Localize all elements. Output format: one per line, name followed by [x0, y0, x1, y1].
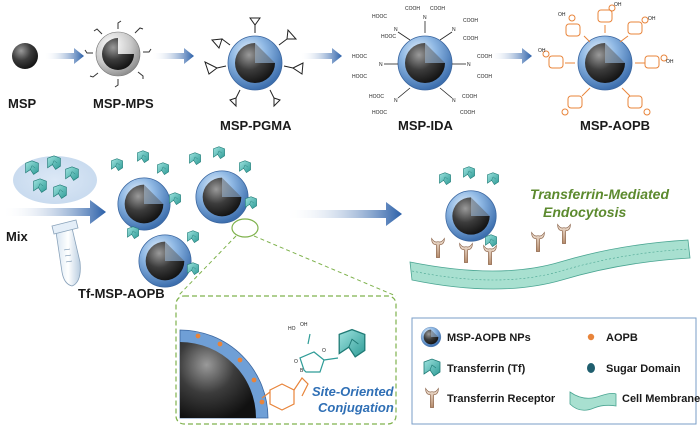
svg-text:COOH: COOH: [463, 18, 478, 24]
svg-text:COOH: COOH: [430, 6, 445, 12]
legend-item-cell-membrane: Cell Membrane: [569, 391, 700, 411]
svg-text:HO: HO: [288, 326, 296, 332]
svg-text:Sugar Domain: Sugar Domain: [606, 363, 681, 375]
label-endocytosis-line1: Transferrin-Mediated: [530, 186, 669, 202]
msp-pgma-particle: [204, 17, 304, 108]
legend-item-nanoparticles: MSP-AOPB NPs: [420, 326, 531, 348]
label-endocytosis-line2: Endocytosis: [543, 204, 626, 220]
arrow-step-2: [152, 48, 194, 64]
site-oriented-zoom-box: B O HO O OH Site-Oriented Conjugation: [175, 295, 397, 425]
legend-item-transferrin: Transferrin (Tf): [423, 358, 526, 377]
aopb-dot-icon: [587, 333, 595, 341]
msp-ida-particle: N HOOC HOOC N COOH COOH N COOH COOH N HO…: [352, 6, 492, 116]
label-msp: MSP: [8, 96, 37, 111]
svg-text:COOH: COOH: [463, 36, 478, 42]
svg-text:N: N: [452, 98, 456, 104]
svg-text:OH: OH: [666, 59, 674, 65]
label-conjugation-line2: Conjugation: [318, 400, 394, 415]
svg-text:N: N: [394, 98, 398, 104]
svg-text:OH: OH: [538, 48, 546, 54]
svg-text:O: O: [322, 348, 326, 354]
legend-item-aopb: AOPB: [587, 332, 638, 344]
bound-nanoparticle: [439, 166, 499, 247]
svg-text:HOOC: HOOC: [369, 94, 384, 100]
svg-text:Cell Membrane: Cell Membrane: [622, 393, 700, 405]
sugar-domain-icon: [587, 363, 595, 373]
svg-text:MSP-AOPB NPs: MSP-AOPB NPs: [447, 332, 531, 344]
svg-text:HOOC: HOOC: [352, 54, 367, 60]
membrane-icon: [569, 391, 617, 411]
svg-text:O: O: [294, 359, 298, 365]
svg-text:COOH: COOH: [460, 110, 475, 116]
legend-item-receptor: Transferrin Receptor: [425, 388, 556, 408]
svg-text:OH: OH: [648, 16, 656, 22]
svg-text:COOH: COOH: [462, 94, 477, 100]
svg-text:OH: OH: [300, 322, 308, 328]
msp-mps-particle: [84, 20, 152, 88]
svg-text:HOOC: HOOC: [372, 110, 387, 116]
label-msp-mps: MSP-MPS: [93, 96, 154, 111]
svg-text:COOH: COOH: [477, 54, 492, 60]
label-msp-aopb: MSP-AOPB: [580, 118, 650, 133]
zoom-connector-right: [253, 235, 397, 297]
nanoparticle-icon: [420, 326, 442, 348]
msp-aopb-particle: OH OH OH OH OH: [538, 2, 674, 116]
svg-text:HOOC: HOOC: [352, 74, 367, 80]
label-msp-ida: MSP-IDA: [398, 118, 454, 133]
arrow-step-3: [300, 48, 342, 64]
svg-text:OH: OH: [614, 2, 622, 8]
svg-text:N: N: [423, 15, 427, 21]
cell-membrane: [409, 239, 691, 290]
arrow-mix: [2, 200, 106, 224]
svg-text:COOH: COOH: [477, 74, 492, 80]
legend-item-sugar-domain: Sugar Domain: [587, 363, 681, 375]
svg-text:HOOC: HOOC: [381, 34, 396, 40]
label-tf-msp-aopb: Tf-MSP-AOPB: [78, 286, 165, 301]
svg-text:Transferrin Receptor: Transferrin Receptor: [447, 393, 556, 405]
arrow-step-4: [490, 48, 532, 64]
transferrin-cloud: [13, 155, 97, 204]
label-mix: Mix: [6, 229, 28, 244]
svg-text:N: N: [467, 62, 471, 68]
legend: MSP-AOPB NPs AOPB Transferrin (Tf) Sugar…: [411, 317, 700, 425]
tf-msp-aopb-cluster: [111, 146, 257, 288]
label-msp-pgma: MSP-PGMA: [220, 118, 292, 133]
msp-particle: [12, 43, 38, 69]
svg-text:N: N: [394, 27, 398, 33]
arrow-step-1: [44, 48, 84, 64]
svg-text:Transferrin (Tf): Transferrin (Tf): [447, 363, 526, 375]
label-conjugation-line1: Site-Oriented: [312, 384, 395, 399]
svg-text:B: B: [300, 368, 304, 374]
svg-text:OH: OH: [558, 12, 566, 18]
svg-text:N: N: [452, 27, 456, 33]
arrow-to-membrane: [285, 202, 402, 226]
svg-text:AOPB: AOPB: [606, 332, 638, 344]
svg-text:COOH: COOH: [405, 6, 420, 12]
zoom-highlight: [231, 218, 259, 238]
svg-text:HOOC: HOOC: [372, 14, 387, 20]
svg-text:N: N: [379, 62, 383, 68]
eppendorf-tube-icon: [51, 219, 81, 287]
